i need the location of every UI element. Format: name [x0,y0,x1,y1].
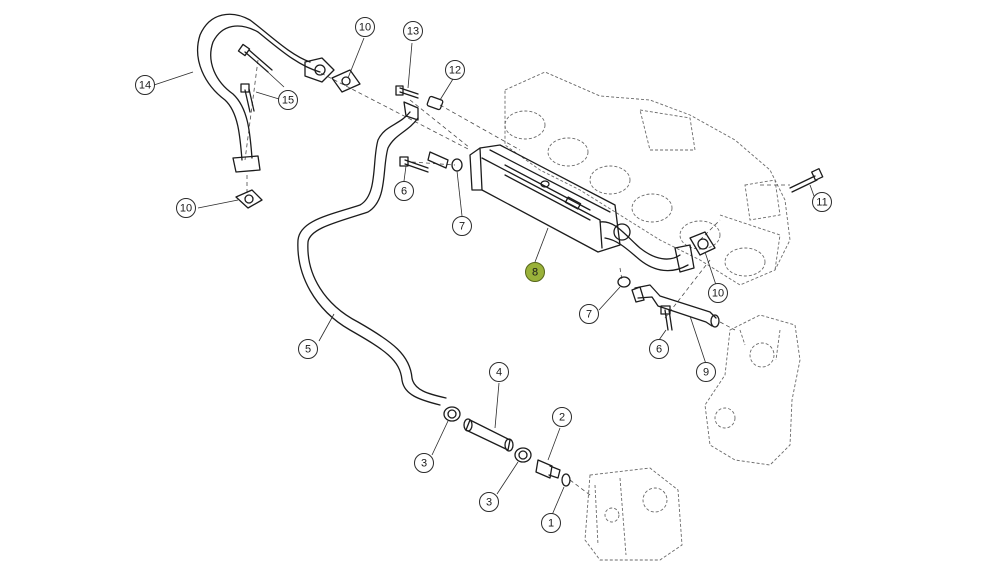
callout-circle [445,60,465,80]
callout-number: 14 [139,80,151,92]
callout-7[interactable]: 7 [579,304,599,324]
callout-number: 7 [586,309,592,321]
callout-circle [479,492,499,512]
egr-cooler-8 [469,144,695,273]
callout-number: 12 [449,65,461,77]
callout-circle [414,453,434,473]
callout-3[interactable]: 3 [479,492,499,512]
callout-number: 6 [656,344,662,356]
callout-15[interactable]: 15 [278,90,298,110]
bolt-11 [789,168,824,193]
callout-circle [579,304,599,324]
o-ring-1 [561,473,571,487]
callout-number: 11 [816,197,827,209]
callout-number: 1 [548,518,554,530]
callout-circle [696,362,716,382]
callout-8[interactable]: 8 [525,262,545,282]
gaskets-10 [235,69,716,256]
fitting-2 [535,459,561,479]
callout-circle [355,17,375,37]
thermostat-housing-ghost [584,467,683,561]
callout-number: 15 [282,95,294,107]
callout-labels: 14 15 10 10 13 12 6 7 8 11 10 7 6 9 5 4 2 3 3 1 [135,17,832,533]
pipe-9 [631,284,720,328]
callout-1[interactable]: 1 [541,513,561,533]
callout-13[interactable]: 13 [403,21,423,41]
callout-circle [541,513,561,533]
clamps-3 [443,406,532,463]
callout-number: 7 [459,221,465,233]
intake-manifold-ghost [504,71,791,286]
callout-circle [394,181,414,201]
callout-4[interactable]: 4 [489,362,509,382]
bolts-15 [237,43,273,113]
callout-11[interactable]: 11 [812,192,832,212]
callout-number: 3 [486,497,492,509]
callout-circle [176,198,196,218]
callout-number: 4 [496,367,502,379]
egr-pipe-upper [196,13,335,173]
leader-lines [153,37,815,516]
callout-number: 10 [359,22,371,34]
callout-circle [812,192,832,212]
callout-14[interactable]: 14 [135,75,155,95]
callout-number: 9 [703,367,709,379]
callout-5[interactable]: 5 [298,339,318,359]
callout-number: 2 [559,412,565,424]
hose-4 [463,418,514,452]
callout-7[interactable]: 7 [452,216,472,236]
callout-3[interactable]: 3 [414,453,434,473]
callout-6[interactable]: 6 [394,181,414,201]
callout-10[interactable]: 10 [176,198,196,218]
callout-circle [525,262,545,282]
callout-circle [489,362,509,382]
callout-9[interactable]: 9 [696,362,716,382]
callout-6[interactable]: 6 [649,339,669,359]
callout-circle [135,75,155,95]
bolts-6 [399,156,673,331]
callout-circle [278,90,298,110]
callout-circle [452,216,472,236]
callout-circle [552,407,572,427]
callout-2[interactable]: 2 [552,407,572,427]
callout-10[interactable]: 10 [355,17,375,37]
bolt-13 [395,85,419,99]
callout-12[interactable]: 12 [445,60,465,80]
callout-number: 3 [421,458,427,470]
callout-number: 10 [712,288,724,300]
coolant-pipe-5 [297,101,449,406]
callout-number: 10 [180,203,192,215]
callout-number: 5 [305,344,311,356]
callout-10[interactable]: 10 [708,283,728,303]
callout-circle [298,339,318,359]
turbo-housing-ghost [704,314,801,466]
callout-number: 6 [401,186,407,198]
callout-circle [708,283,728,303]
callout-number: 13 [407,26,419,38]
sleeve-12 [426,95,444,111]
callout-number: 8 [532,267,538,279]
callout-circle [649,339,669,359]
callout-circle [403,21,423,41]
